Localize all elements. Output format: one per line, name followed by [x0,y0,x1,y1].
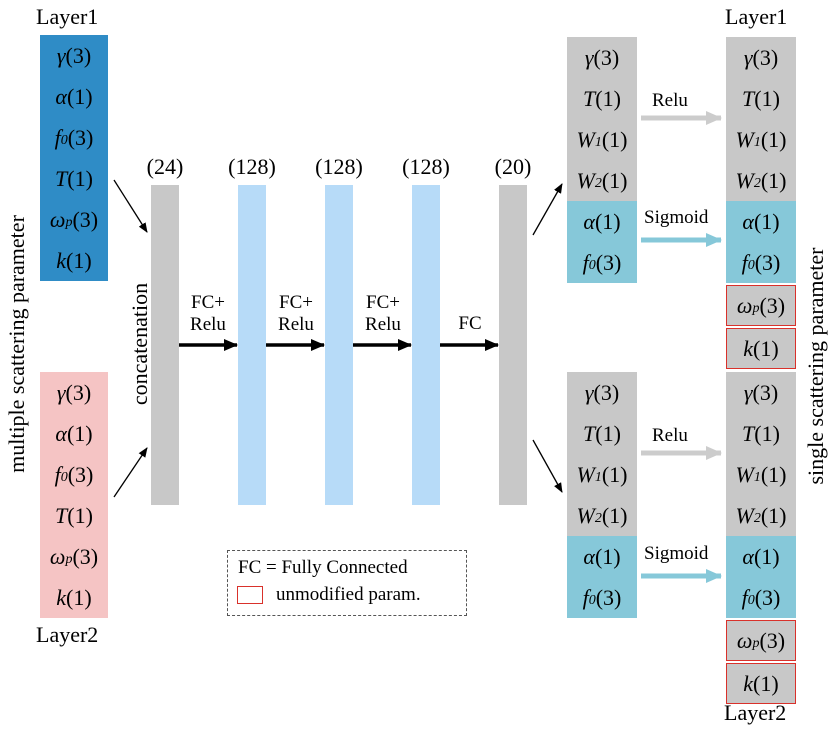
out-b-right-gray-param-0: γ(3) [726,372,796,413]
legend-fc-text: FC = Fully Connected [238,557,408,578]
input-layer1-param-3: T(1) [40,158,108,199]
out-b-left-teal-param-0: α(1) [567,536,637,577]
layer-size-output: (20) [494,154,532,179]
output-layer2-title: Layer2 [724,700,787,725]
legend-box: FC = Fully Connected unmodified param. [227,550,467,616]
relu-label-lower: Relu [652,425,688,446]
out-b-right-gray-param-1: T(1) [726,413,796,454]
arrow-label-4: FC [458,313,482,334]
input-layer1-title: Layer1 [36,4,99,29]
out-a-right-gray-param-1: T(1) [726,78,796,119]
input-layer1-param-1: α(1) [40,76,108,117]
concat-layer-bar [151,185,179,505]
input-layer2-param-1: α(1) [40,413,108,454]
output-to-upper-arrow [532,183,563,236]
input-layer2-title: Layer2 [36,622,99,647]
legend-unmodified-text: unmodified param. [276,584,421,605]
out-a-right-teal-param-0: α(1) [726,201,796,242]
output-layer1-title: Layer1 [725,4,788,29]
hidden-layer-3-bar [412,185,440,505]
input-layer1-param-5: k(1) [40,240,108,281]
arrow-label-1: FC+ Relu [190,292,226,335]
arrow-label-2: FC+ Relu [278,292,314,335]
out-a-left-teal-param-0: α(1) [567,201,637,242]
out-a-left-gray-param-1: T(1) [567,78,637,119]
out-a-left-gray-param-0: γ(3) [567,37,637,78]
arrow-label-3: FC+ Relu [365,292,401,335]
relu-label-upper: Relu [652,90,688,111]
input-layer1-param-0: γ(3) [40,35,108,76]
input1-to-concat-arrow [113,179,148,233]
input-layer2-param-0: γ(3) [40,372,108,413]
layer-size-hidden-1: (128) [228,154,276,179]
input2-to-concat-arrow [113,447,148,498]
layer-size-hidden-2: (128) [315,154,363,179]
out-b-left-gray-param-1: T(1) [567,413,637,454]
out-a-right-unmodified-param-1: k(1) [726,328,796,369]
layer-size-hidden-3: (128) [402,154,450,179]
layer-size-concat: (24) [146,154,184,179]
input-layer2-param-5: k(1) [40,577,108,618]
input-layer2-param-3: T(1) [40,495,108,536]
out-b-left-gray-param-0: γ(3) [567,372,637,413]
legend-unmodified-swatch [237,586,263,604]
sigmoid-label-upper: Sigmoid [644,207,709,228]
out-b-right-teal-param-0: α(1) [726,536,796,577]
output-to-lower-arrow [532,439,563,493]
hidden-layer-1-bar [238,185,266,505]
sigmoid-label-lower: Sigmoid [644,543,709,564]
output-layer-bar [499,185,527,505]
out-a-right-gray-param-0: γ(3) [726,37,796,78]
out-b-right-unmodified-param-1: k(1) [726,663,796,704]
hidden-layer-2-bar [325,185,353,505]
